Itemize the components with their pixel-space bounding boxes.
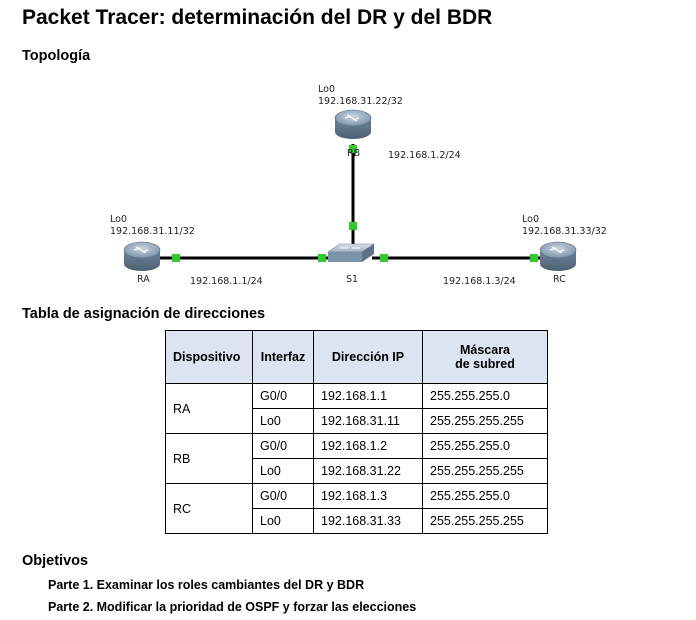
port-s1-top bbox=[349, 222, 357, 230]
address-table: Dispositivo Interfaz Dirección IP Máscar… bbox=[165, 330, 548, 534]
ip-cell: 192.168.1.1 bbox=[313, 383, 423, 409]
rb-name: RB bbox=[347, 148, 360, 159]
col-device: Dispositivo bbox=[165, 330, 253, 384]
device-cell: RA bbox=[165, 383, 253, 434]
ip-cell: 192.168.31.11 bbox=[313, 408, 423, 434]
table-row: Lo0 192.168.31.22 255.255.255.255 bbox=[166, 458, 548, 484]
rc-name: RC bbox=[553, 274, 566, 285]
ra-loopback-label: Lo0 bbox=[110, 214, 127, 225]
port-rb bbox=[349, 145, 357, 153]
mask-cell: 255.255.255.0 bbox=[422, 483, 548, 509]
col-ip: Dirección IP bbox=[313, 330, 423, 384]
table-row: RA G0/0 192.168.1.1 255.255.255.0 bbox=[165, 383, 548, 434]
interface-cell: G0/0 bbox=[252, 483, 314, 509]
table-header-row: Dispositivo Interfaz Dirección IP Máscar… bbox=[165, 330, 548, 384]
port-ra bbox=[172, 254, 180, 262]
ip-cell: 192.168.31.33 bbox=[313, 508, 423, 534]
port-rc bbox=[530, 254, 538, 262]
ip-cell: 192.168.1.2 bbox=[313, 433, 423, 459]
col-interface: Interfaz bbox=[252, 330, 314, 384]
col-mask: Máscara de subred bbox=[422, 330, 548, 384]
switch-s1-icon[interactable] bbox=[327, 243, 375, 262]
rb-loopback-label: Lo0 bbox=[318, 84, 335, 95]
rc-loopback-ip: 192.168.31.33/32 bbox=[522, 226, 607, 237]
interface-cell: G0/0 bbox=[252, 433, 314, 459]
table-row: RB G0/0 192.168.1.2 255.255.255.0 bbox=[165, 433, 548, 484]
interface-cell: Lo0 bbox=[252, 408, 314, 434]
topology-heading: Topología bbox=[22, 48, 91, 64]
ip-cell: 192.168.1.3 bbox=[313, 483, 423, 509]
col-mask-line2: de subred bbox=[455, 357, 515, 371]
rc-link-ip: 192.168.1.3/24 bbox=[443, 276, 516, 287]
ra-name: RA bbox=[137, 274, 150, 285]
table-row: RC G0/0 192.168.1.3 255.255.255.0 bbox=[165, 483, 548, 534]
interface-cell: G0/0 bbox=[252, 383, 314, 409]
rb-link-ip: 192.168.1.2/24 bbox=[388, 150, 461, 161]
router-rc-icon[interactable] bbox=[539, 241, 577, 271]
address-table-heading: Tabla de asignación de direcciones bbox=[22, 306, 266, 322]
interface-cell: Lo0 bbox=[252, 458, 314, 484]
interface-cell: Lo0 bbox=[252, 508, 314, 534]
objective-item: Parte 2. Modificar la prioridad de OSPF … bbox=[48, 600, 417, 614]
ra-link-ip: 192.168.1.1/24 bbox=[190, 276, 263, 287]
mask-cell: 255.255.255.0 bbox=[422, 433, 548, 459]
rb-loopback-ip: 192.168.31.22/32 bbox=[318, 96, 403, 107]
router-rb-icon[interactable] bbox=[334, 109, 372, 139]
port-s1-right bbox=[380, 254, 388, 262]
mask-cell: 255.255.255.255 bbox=[422, 408, 548, 434]
objectives-heading: Objetivos bbox=[22, 553, 89, 569]
topology-diagram: Lo0 192.168.31.22/32 RB 192.168.1.2/24 L… bbox=[110, 84, 607, 287]
ra-loopback-ip: 192.168.31.11/32 bbox=[110, 226, 195, 237]
objective-item: Parte 1. Examinar los roles cambiantes d… bbox=[48, 578, 365, 592]
device-cell: RB bbox=[165, 433, 253, 484]
rc-loopback-label: Lo0 bbox=[522, 214, 539, 225]
col-mask-line1: Máscara bbox=[459, 343, 511, 357]
mask-cell: 255.255.255.255 bbox=[422, 508, 548, 534]
mask-cell: 255.255.255.0 bbox=[422, 383, 548, 409]
links bbox=[150, 144, 548, 262]
ip-cell: 192.168.31.22 bbox=[313, 458, 423, 484]
switch-s1-name: S1 bbox=[346, 274, 358, 285]
table-row: Lo0 192.168.31.33 255.255.255.255 bbox=[166, 508, 548, 534]
page-title: Packet Tracer: determinación del DR y de… bbox=[22, 6, 493, 29]
router-ra-icon[interactable] bbox=[123, 241, 161, 271]
port-s1-left bbox=[318, 254, 326, 262]
device-cell: RC bbox=[165, 483, 253, 534]
mask-cell: 255.255.255.255 bbox=[422, 458, 548, 484]
